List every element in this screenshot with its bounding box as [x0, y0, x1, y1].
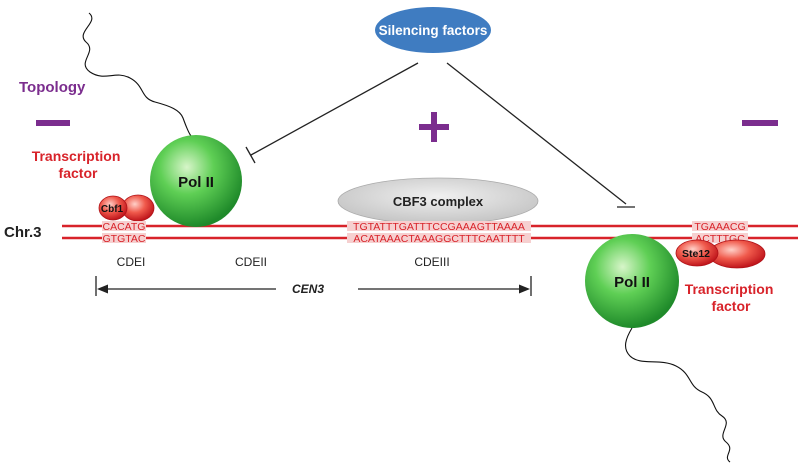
silencing-factors-node: Silencing factors	[375, 7, 491, 53]
cdeiii-region-label: CDEIII	[414, 255, 449, 269]
ste12-label: Ste12	[682, 248, 710, 260]
cdei-bottom-sequence: GTGTAC	[103, 233, 146, 245]
topology-minus-right	[742, 120, 778, 126]
pol-ii-right: Pol II	[585, 234, 679, 328]
transcription-factor-right-label: Transcription factor	[685, 281, 778, 314]
topology-plus-center	[419, 112, 449, 142]
right-top-sequence: TGAAACG	[694, 221, 745, 233]
rna-transcript-right	[624, 327, 731, 463]
cbf1-label: Cbf1	[101, 204, 124, 215]
pol-ii-right-label: Pol II	[614, 274, 650, 291]
cbf3-complex: CBF3 complex	[337, 177, 539, 225]
inhibition-arrow-left	[245, 62, 419, 164]
cdei-sequence: CACATG GTGTAC	[102, 221, 146, 245]
cen3-span-arrow	[95, 276, 532, 296]
topology-minus-left	[36, 120, 70, 126]
pol-ii-left: Pol II	[150, 135, 242, 227]
cbf3-label: CBF3 complex	[393, 194, 484, 209]
cdeiii-top-sequence: TGTATTTGATTTCCGAAAGTTAAAA	[353, 221, 525, 233]
inhibition-arrow-right	[446, 62, 635, 208]
topology-label: Topology	[19, 79, 86, 96]
cen3-label: CEN3	[292, 282, 324, 296]
cdeiii-bottom-sequence: ACATAAACTAAAGGCTTTCAATTTT	[353, 233, 525, 245]
cbf1-protein: Cbf1	[98, 194, 155, 222]
silencing-factors-label: Silencing factors	[379, 23, 488, 38]
cdei-region-label: CDEI	[117, 255, 146, 269]
ste12-protein: Ste12	[675, 239, 766, 269]
cdei-top-sequence: CACATG	[103, 221, 146, 233]
rna-transcript-left	[82, 12, 192, 137]
chromosome-label: Chr.3	[4, 224, 42, 241]
cdeii-region-label: CDEII	[235, 255, 267, 269]
transcription-factor-left-label: Transcription factor	[32, 148, 125, 181]
pol-ii-left-label: Pol II	[178, 174, 214, 191]
cdeiii-sequence: TGTATTTGATTTCCGAAAGTTAAAA ACATAAACTAAAGG…	[347, 221, 531, 245]
